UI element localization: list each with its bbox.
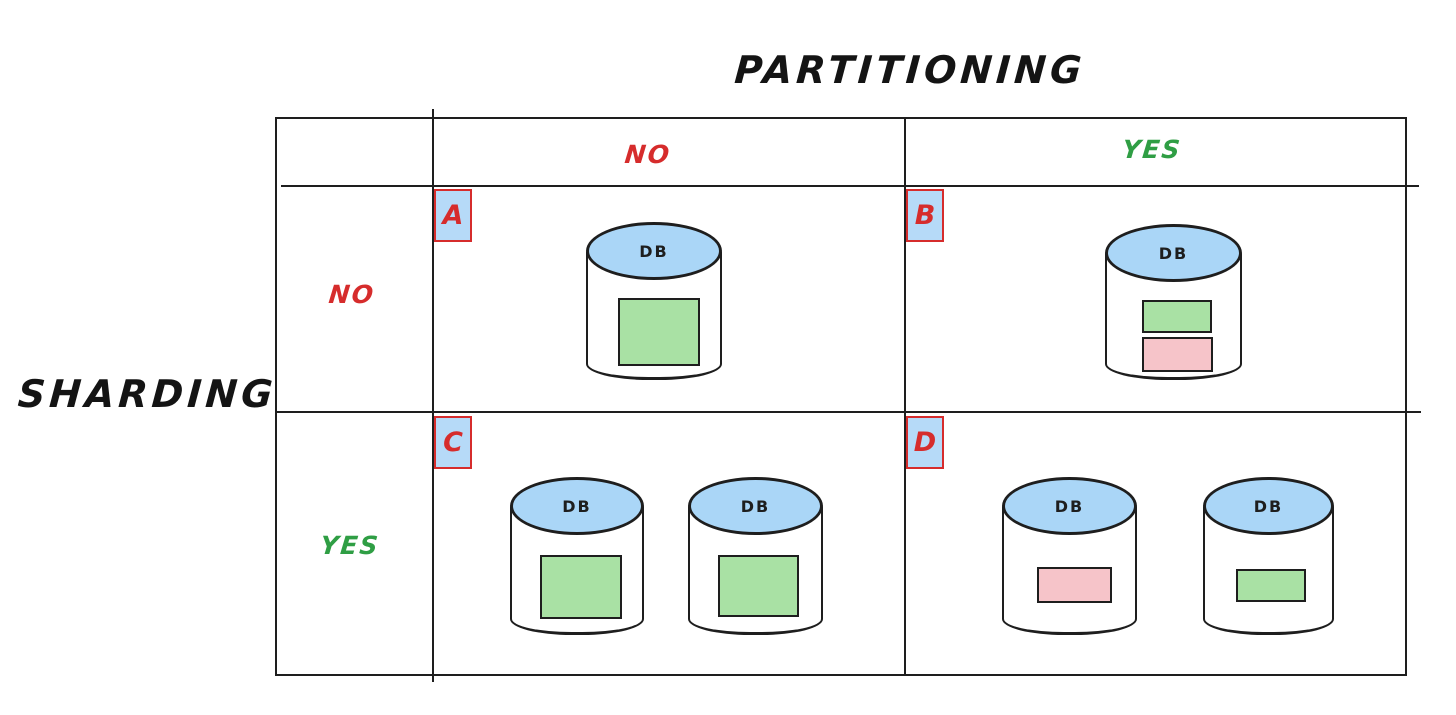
db-cylinder-cap: DB bbox=[510, 477, 644, 535]
quadrant-d-database-cylinder-2: DB bbox=[1203, 477, 1334, 635]
quadrant-d-badge: D bbox=[906, 416, 944, 469]
partition-block-pink bbox=[1037, 567, 1112, 603]
partitioning-axis-title: PARTITIONING bbox=[733, 48, 1087, 92]
matrix-outer-border bbox=[275, 117, 1407, 676]
partition-block-green bbox=[1236, 569, 1306, 602]
partition-block-pink bbox=[1142, 337, 1213, 372]
row-header-sharding-no: NO bbox=[327, 280, 377, 309]
grid-vertical-line-2 bbox=[904, 117, 906, 674]
db-cylinder-cap: DB bbox=[688, 477, 823, 535]
quadrant-b-badge: B bbox=[906, 189, 944, 242]
column-header-partitioning-no: NO bbox=[623, 140, 673, 169]
quadrant-a-badge: A bbox=[434, 189, 472, 242]
db-cylinder-cap: DB bbox=[1002, 477, 1137, 535]
quadrant-b-database-cylinder: DB bbox=[1105, 224, 1242, 380]
grid-vertical-line-1 bbox=[432, 109, 434, 682]
data-block-green bbox=[618, 298, 700, 366]
grid-horizontal-line-rows bbox=[275, 411, 1421, 413]
quadrant-d-database-cylinder-1: DB bbox=[1002, 477, 1137, 635]
grid-horizontal-line-header bbox=[281, 185, 1419, 187]
db-cylinder-cap: DB bbox=[586, 222, 722, 280]
sharding-axis-title: SHARDING bbox=[16, 372, 279, 416]
quadrant-c-badge: C bbox=[434, 416, 472, 469]
row-header-sharding-yes: YES bbox=[318, 531, 382, 560]
quadrant-c-database-cylinder-2: DB bbox=[688, 477, 823, 635]
db-cylinder-cap: DB bbox=[1105, 224, 1242, 282]
quadrant-a-database-cylinder: DB bbox=[586, 222, 722, 380]
data-block-green bbox=[540, 555, 622, 619]
partition-block-green bbox=[1142, 300, 1212, 333]
quadrant-c-database-cylinder-1: DB bbox=[510, 477, 644, 635]
column-header-partitioning-yes: YES bbox=[1120, 135, 1184, 164]
data-block-green bbox=[718, 555, 799, 617]
db-cylinder-cap: DB bbox=[1203, 477, 1334, 535]
